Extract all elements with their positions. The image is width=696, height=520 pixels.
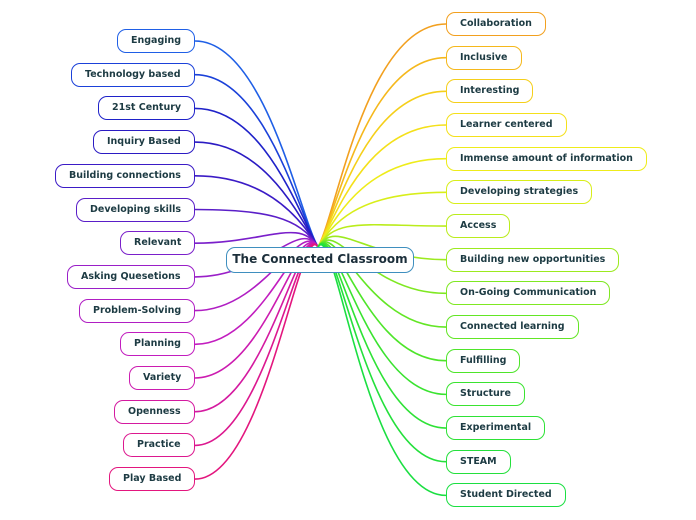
topic-play-based[interactable]: Play Based: [109, 467, 196, 492]
topic-21st-century[interactable]: 21st Century: [98, 96, 196, 121]
connector-collaboration: [317, 23, 447, 248]
topic-building-connections[interactable]: Building connections: [55, 163, 195, 188]
topic-practice[interactable]: Practice: [123, 433, 195, 458]
connector-structure: [317, 243, 447, 396]
topic-building-new-opportunities[interactable]: Building new opportunities: [446, 247, 620, 272]
topic-asking-quesetions[interactable]: Asking Quesetions: [67, 264, 195, 289]
connector-student-directed: [317, 243, 447, 497]
topic-inclusive[interactable]: Inclusive: [446, 45, 522, 70]
connector-steam: [317, 243, 447, 463]
connector-connected-learning: [317, 241, 447, 328]
connector-inclusive: [317, 56, 447, 248]
topic-structure[interactable]: Structure: [446, 382, 525, 407]
connector-immense-amount-of-information: [317, 157, 447, 248]
topic-experimental[interactable]: Experimental: [446, 416, 546, 441]
connector-fulfilling: [317, 242, 447, 362]
connector-play-based: [194, 243, 319, 480]
topic-variety[interactable]: Variety: [129, 366, 196, 390]
topic-inquiry-based[interactable]: Inquiry Based: [93, 130, 195, 155]
topic-developing-strategies[interactable]: Developing strategies: [446, 180, 593, 205]
topic-immense-amount-of-information[interactable]: Immense amount of information: [446, 146, 647, 171]
central-topic[interactable]: The Connected Classroom: [226, 247, 414, 273]
connector-21st-century: [194, 107, 319, 248]
connector-learner-centered: [317, 124, 447, 248]
connector-developing-strategies: [317, 191, 447, 248]
topic-developing-skills[interactable]: Developing skills: [76, 197, 196, 222]
connector-openness: [194, 243, 319, 413]
topic-engaging[interactable]: Engaging: [117, 29, 196, 53]
topic-technology-based[interactable]: Technology based: [71, 62, 195, 87]
topic-steam[interactable]: STEAM: [446, 449, 511, 474]
topic-collaboration[interactable]: Collaboration: [446, 12, 546, 36]
topic-student-directed[interactable]: Student Directed: [446, 483, 566, 508]
connector-developing-skills: [194, 208, 319, 248]
connector-variety: [194, 242, 319, 379]
topic-problem-solving[interactable]: Problem-Solving: [79, 298, 196, 323]
topic-access[interactable]: Access: [446, 214, 511, 239]
connector-relevant: [194, 231, 319, 248]
topic-fulfilling[interactable]: Fulfilling: [446, 348, 521, 373]
topic-learner-centered[interactable]: Learner centered: [446, 113, 567, 137]
connector-planning: [194, 241, 319, 346]
connector-inquiry-based: [194, 141, 319, 248]
topic-connected-learning[interactable]: Connected learning: [446, 315, 579, 340]
topic-openness[interactable]: Openness: [114, 399, 195, 424]
topic-planning[interactable]: Planning: [120, 332, 195, 357]
topic-interesting[interactable]: Interesting: [446, 79, 534, 104]
topic-relevant[interactable]: Relevant: [120, 231, 196, 256]
connector-building-connections: [194, 175, 319, 248]
connector-building-new-opportunities: [317, 235, 447, 261]
connector-access: [317, 223, 447, 248]
topic-on-going-communication[interactable]: On-Going Communication: [446, 281, 611, 306]
